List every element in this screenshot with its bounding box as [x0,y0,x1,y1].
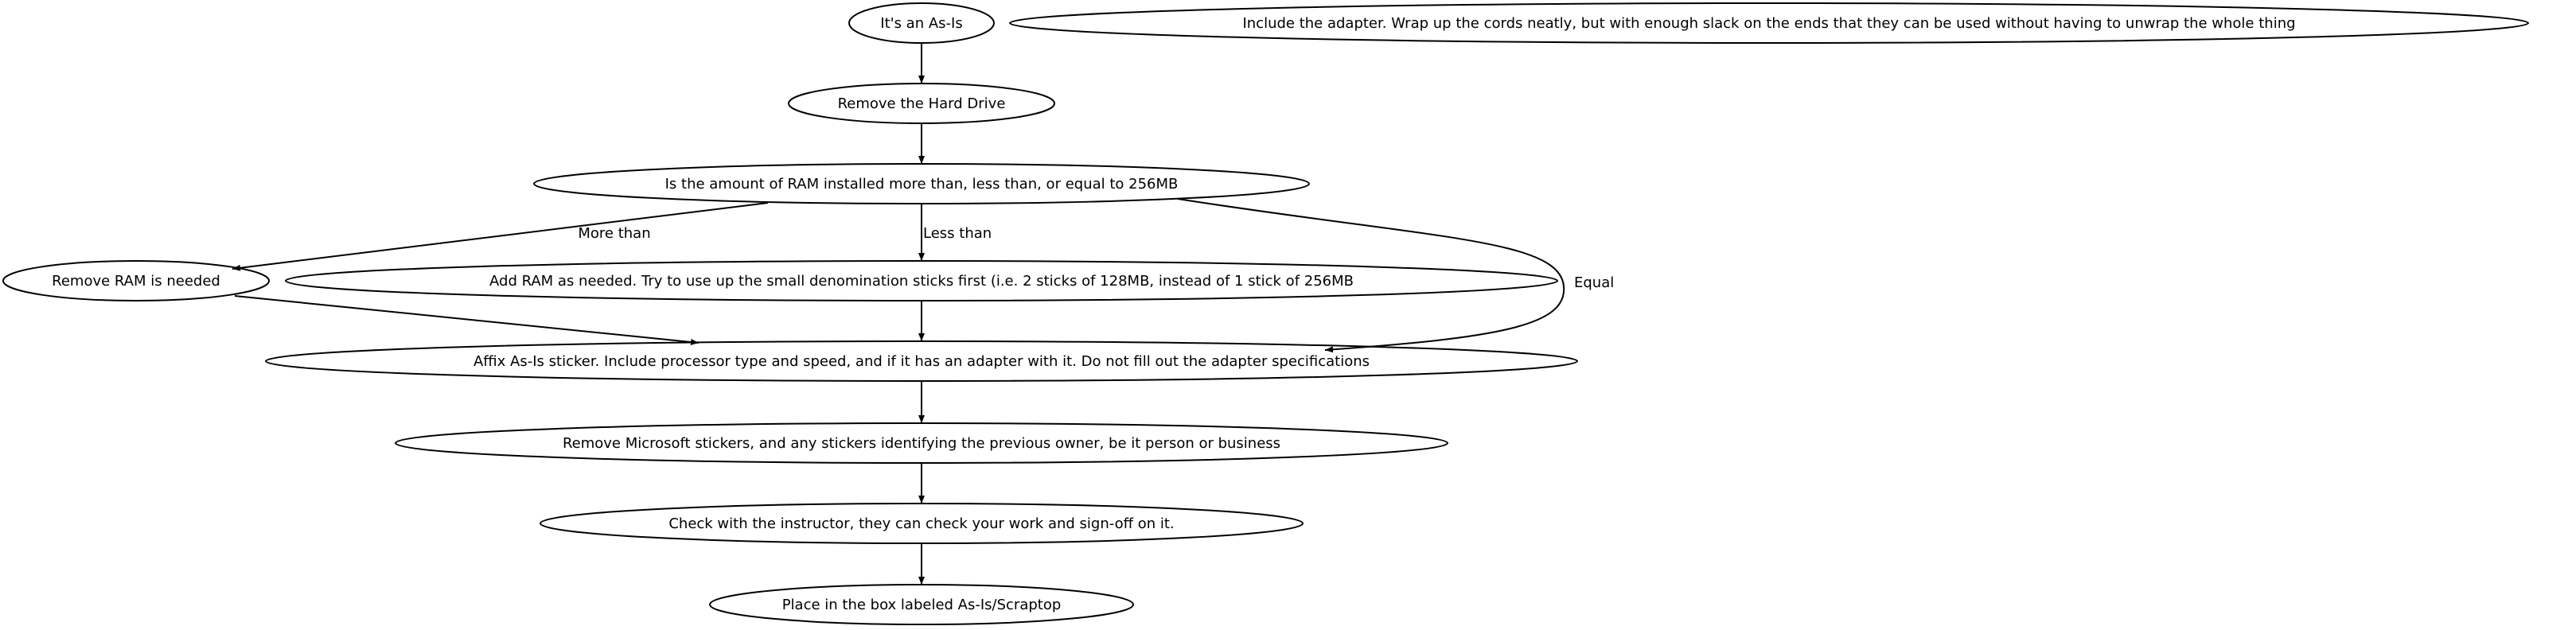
node-label: Add RAM as needed. Try to use up the sma… [489,273,1354,290]
edge-label-more-than: More than [578,225,650,242]
node-remove-hard-drive: Remove the Hard Drive [788,83,1055,124]
edge-label-less-than: Less than [923,225,992,242]
node-affix-sticker: Affix As-Is sticker. Include processor t… [265,340,1578,382]
node-label: Affix As-Is sticker. Include processor t… [474,353,1370,370]
node-remove-ram: Remove RAM is needed [2,260,270,301]
node-label: Check with the instructor, they can chec… [668,515,1174,532]
node-label: Is the amount of RAM installed more than… [665,176,1179,192]
node-include-adapter: Include the adapter. Wrap up the cords n… [1009,2,2529,44]
node-label: Remove RAM is needed [52,273,220,290]
edge-more-than [232,202,769,271]
node-label: Place in the box labeled As-Is/Scraptop [782,597,1062,613]
node-place-in-box: Place in the box labeled As-Is/Scraptop [709,584,1134,625]
node-remove-ms-stickers: Remove Microsoft stickers, and any stick… [395,422,1448,464]
node-add-ram: Add RAM as needed. Try to use up the sma… [285,260,1558,301]
node-label: It's an As-Is [880,15,962,32]
node-ram-question: Is the amount of RAM installed more than… [533,163,1310,204]
node-as-is: It's an As-Is [848,2,995,44]
node-label: Remove the Hard Drive [838,95,1006,112]
edge-removeram-to-affix [234,295,700,345]
node-label: Remove Microsoft stickers, and any stick… [563,435,1280,452]
edge-label-equal: Equal [1574,274,1614,291]
node-label: Include the adapter. Wrap up the cords n… [1242,15,2295,32]
edge-equal [1177,198,1565,353]
node-check-instructor: Check with the instructor, they can chec… [540,503,1304,544]
